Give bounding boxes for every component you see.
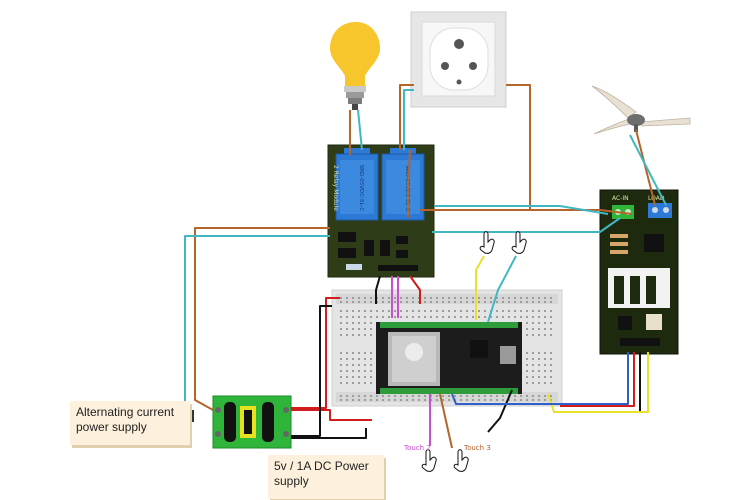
touch-hand-icon: [421, 449, 437, 472]
touch3-label: Touch 3: [463, 444, 491, 452]
wires: [184, 84, 667, 449]
relay-spec-2: SRD-05VDC-SL-C: [404, 165, 410, 212]
ac-supply-note: Alternating current power supply: [70, 401, 190, 445]
dc-supply-note: 5v / 1A DC Power supply: [268, 455, 384, 499]
ac-in-label: AC-IN: [612, 195, 629, 202]
esp32-board: [376, 322, 522, 394]
load-label: LOAD: [648, 195, 665, 202]
touch-hand-icon: [479, 231, 495, 254]
ac-plug-connector: [186, 410, 194, 422]
relay-spec-1: SRD-05VDC-SL-C: [358, 165, 364, 212]
touch-hand-icon: [511, 231, 527, 254]
touch2-label: Touch 2: [403, 444, 431, 452]
ceiling-fan-icon: [591, 85, 691, 135]
acdc-converter-module: AC-IN LOAD: [599, 189, 679, 355]
dc-power-module: [212, 395, 292, 449]
light-bulb-icon: [330, 22, 380, 110]
touch-hand-icon: [453, 449, 469, 472]
relay-module: SRD-05VDC-SL-C SRD-05VDC-SL-C 2 Relay Mo…: [327, 144, 435, 278]
relay-module-title: 2 Relay Module: [332, 165, 339, 211]
socket-icon: [410, 11, 507, 108]
